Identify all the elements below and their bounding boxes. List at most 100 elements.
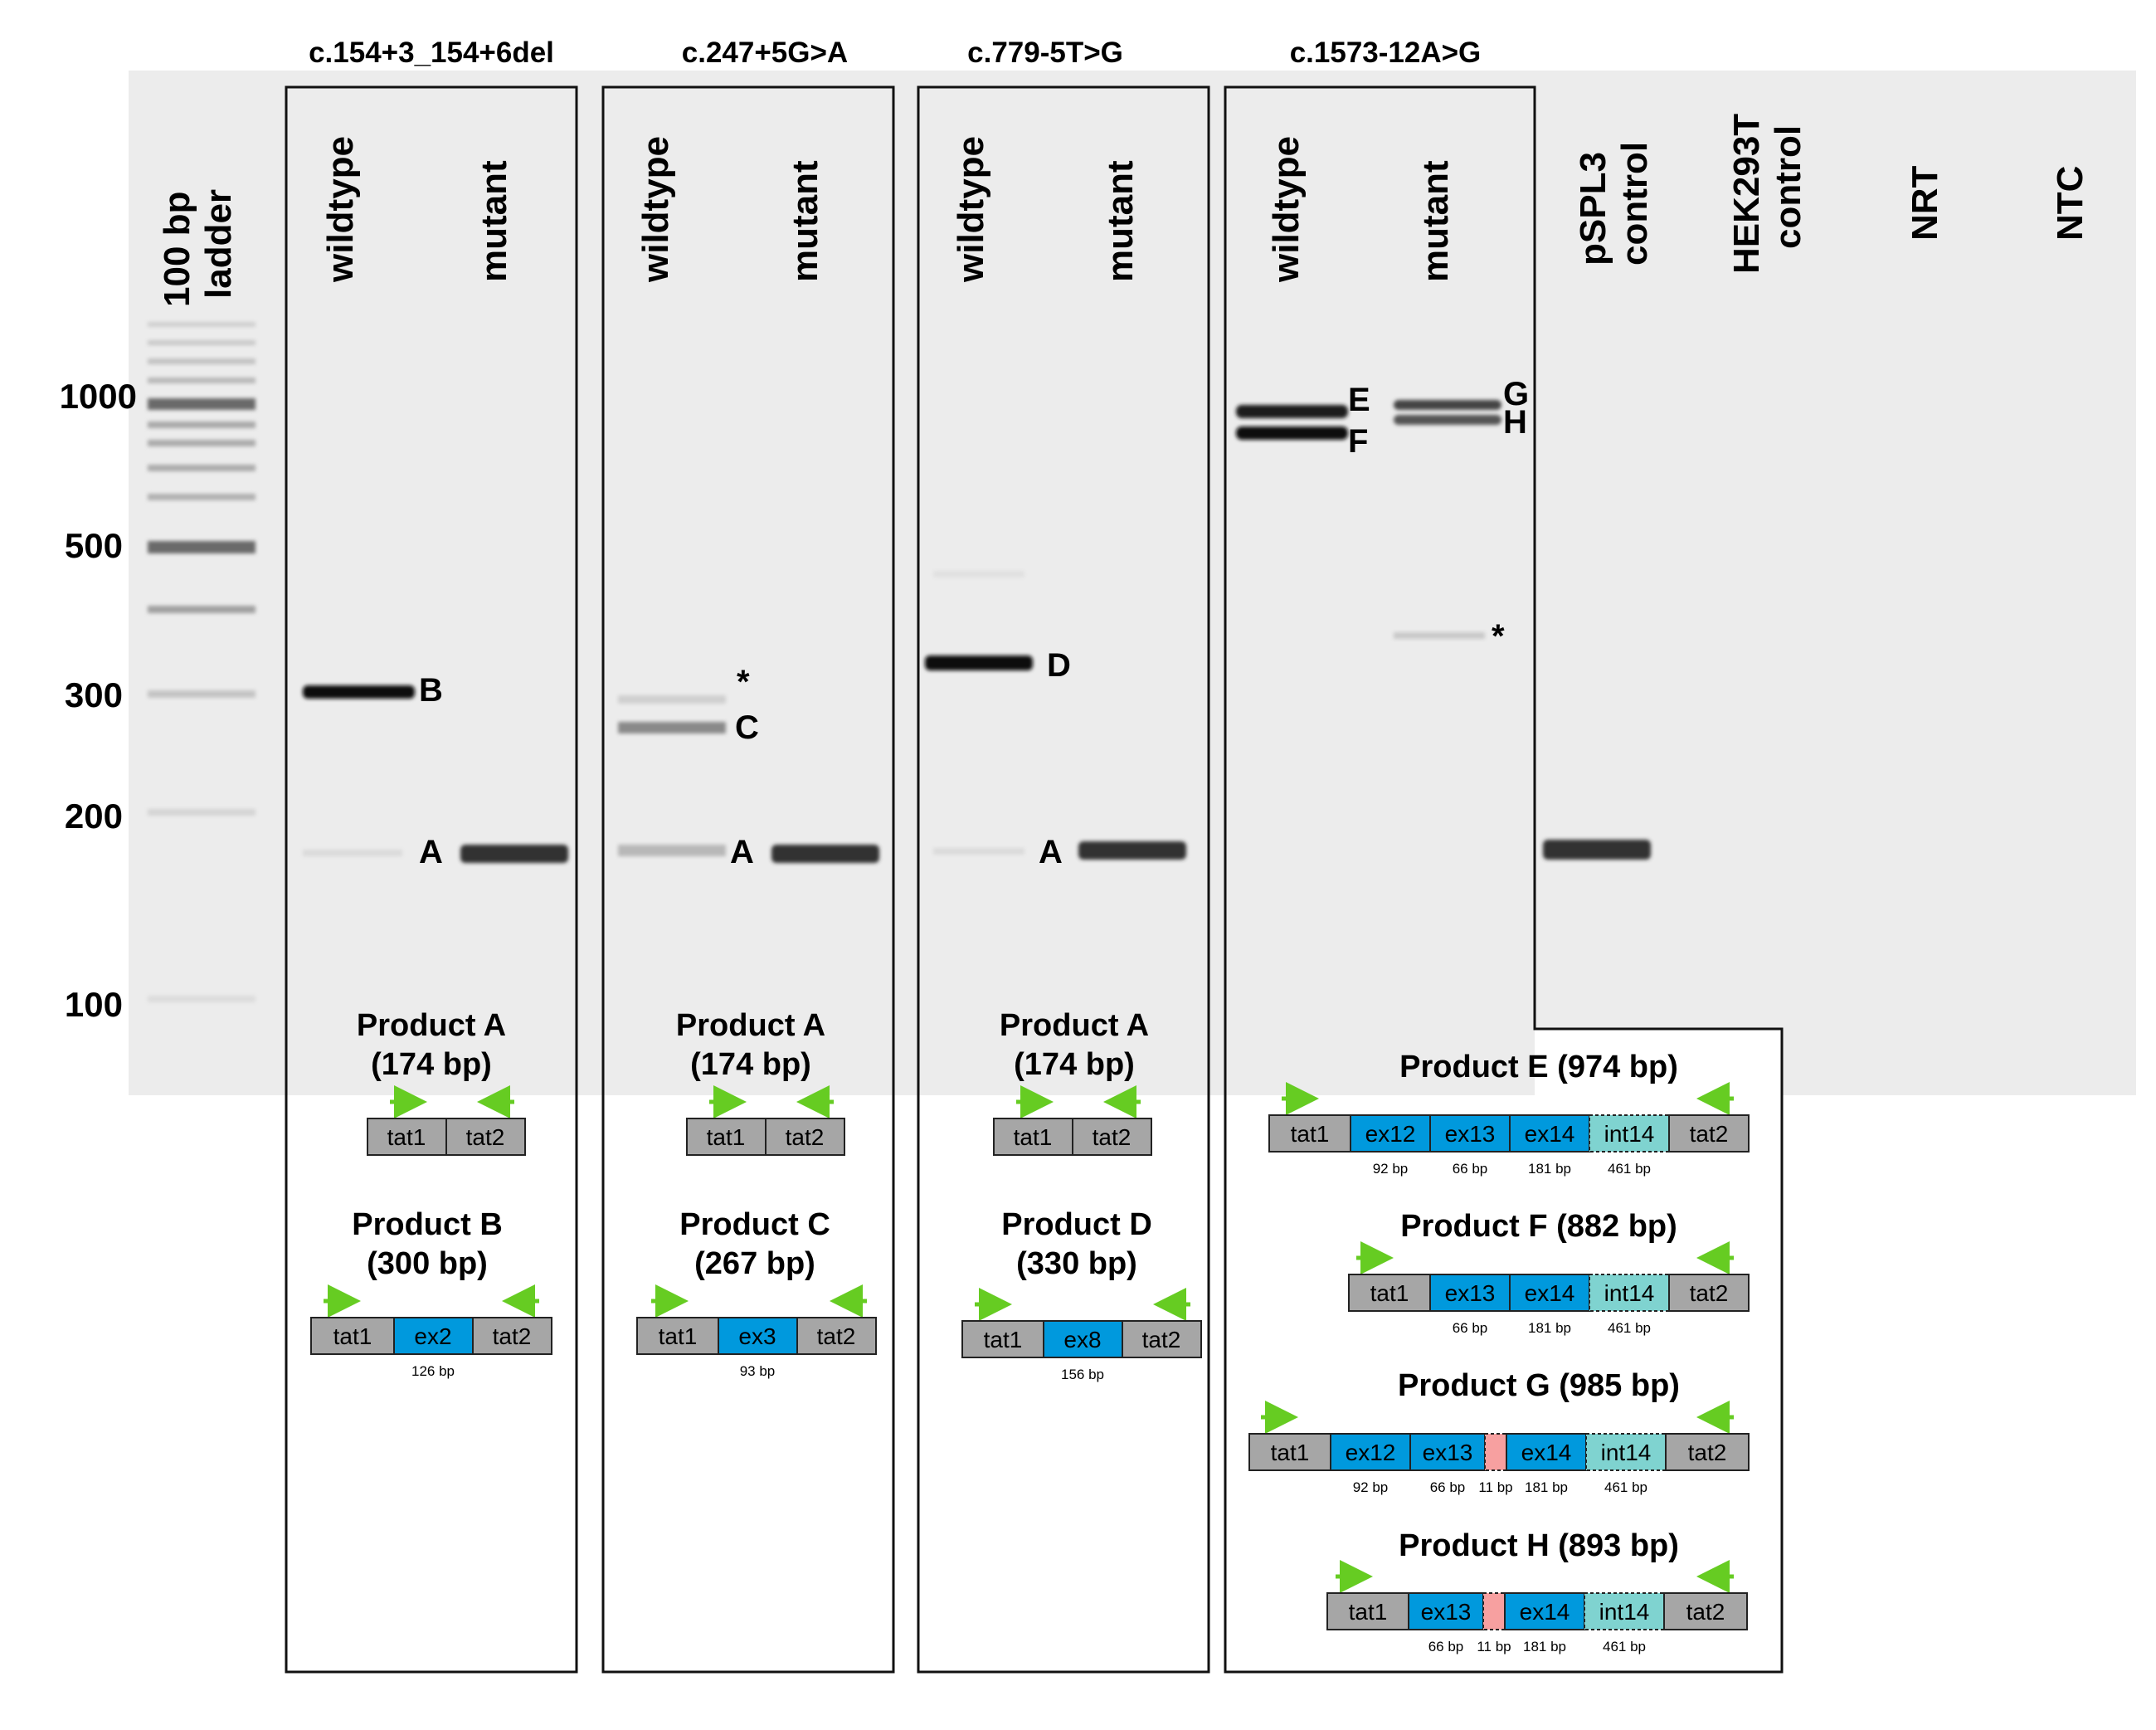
sample-bands [303, 400, 1651, 863]
band-A-faint [933, 848, 1024, 855]
lane-label-wildtype: wildtype [320, 136, 361, 283]
segment-size: 461 bp [1608, 1320, 1651, 1336]
segment-label: tat1 [1014, 1124, 1053, 1150]
ladder-band [148, 541, 256, 553]
ladder-band [148, 398, 256, 410]
segment-label: tat1 [1271, 1440, 1310, 1465]
construct-E: tat1 ex12 ex13 ex14 int14 tat2 92 bp 66 … [1268, 1082, 1750, 1177]
segment-ex2 [393, 1317, 474, 1355]
product-B-title: Product B [352, 1207, 503, 1242]
band-letters: B A * C A D A E F G H * [419, 376, 1529, 870]
segment-int14 [1585, 1433, 1667, 1471]
ladder-band [148, 358, 256, 364]
segment-label: ex14 [1520, 1599, 1570, 1625]
band-B [303, 685, 415, 699]
lane-label-wildtype: wildtype [1266, 136, 1307, 283]
segment-tat1 [1248, 1433, 1331, 1471]
segment-label: tat1 [707, 1124, 746, 1150]
segment-label: tat1 [1370, 1280, 1409, 1306]
segment-tat2 [1665, 1433, 1750, 1471]
segment-size: 181 bp [1528, 1320, 1571, 1336]
segment-size: 461 bp [1603, 1639, 1646, 1654]
segment-label: tat1 [1349, 1599, 1388, 1625]
product-titles: Product A (174 bp) Product A (174 bp) Pr… [352, 1008, 1680, 1563]
lane-label-wildtype: wildtype [635, 136, 676, 283]
variant-header: c.1573-12A>G [1290, 37, 1482, 69]
ladder-band [148, 606, 256, 613]
product-D-title: Product D [1001, 1207, 1152, 1242]
segment-label: ex12 [1346, 1440, 1396, 1465]
lane-label-mutant: mutant [474, 160, 514, 282]
ladder-label-line1: 100 bp [157, 192, 197, 307]
segment-label: int14 [1604, 1121, 1655, 1147]
product-A-title: Product A [1000, 1008, 1149, 1043]
segment-size: 66 bp [1430, 1479, 1466, 1495]
segment-ex13 [1429, 1114, 1511, 1153]
segment-tat2 [1668, 1274, 1750, 1312]
ladder-band [148, 996, 256, 1002]
lane-label-hek-line2: control [1768, 125, 1808, 249]
ladder-band [148, 465, 256, 471]
size-markers: 1000 500 300 200 100 [60, 377, 137, 1024]
lane-label-pspl3-line2: control [1614, 142, 1655, 266]
segment-size: 181 bp [1525, 1479, 1568, 1495]
segment-size: 93 bp [740, 1363, 776, 1379]
segment-label: tat2 [817, 1323, 856, 1349]
gel-background-lower-left [129, 1029, 1535, 1095]
box-variant-2 [601, 85, 895, 1674]
band-letter: F [1348, 423, 1368, 460]
product-C-size: (267 bp) [694, 1246, 815, 1281]
size-marker: 300 [65, 675, 123, 714]
variant-header: c.247+5G>A [682, 37, 848, 69]
segment-label: tat2 [493, 1323, 532, 1349]
segment-label: tat1 [333, 1323, 372, 1349]
band-D [925, 655, 1033, 670]
segment-label: tat1 [659, 1323, 698, 1349]
band-letter: C [735, 709, 759, 746]
variant-headers: c.154+3_154+6del c.247+5G>A c.779-5T>G c… [309, 37, 1481, 69]
segment-label: ex14 [1525, 1121, 1575, 1147]
segment-int14 [1589, 1114, 1670, 1153]
lane-label-pspl3-line1: pSPL3 [1573, 152, 1613, 266]
segment-size: 181 bp [1528, 1161, 1571, 1177]
segment-label: int14 [1604, 1280, 1655, 1306]
segment-label: ex2 [414, 1323, 451, 1349]
segment-size: 126 bp [411, 1363, 455, 1379]
product-F-title: Product F (882 bp) [1400, 1209, 1677, 1244]
segment-size: 92 bp [1353, 1479, 1389, 1495]
product-constructs: tat1 tat2 tat1 tat2 tat1 tat2 tat1 [310, 1082, 1750, 1654]
ladder-band [148, 378, 256, 383]
band-A-faint [303, 850, 402, 856]
variant-header: c.154+3_154+6del [309, 37, 554, 69]
lane-label-hek-line1: HEK293T [1726, 114, 1767, 274]
band-H [1394, 415, 1501, 425]
product-A-size: (174 bp) [690, 1047, 811, 1082]
ladder-band [148, 809, 256, 816]
band-letter: A [730, 834, 754, 870]
segment-tat2 [445, 1118, 526, 1156]
product-A-title: Product A [357, 1008, 506, 1043]
segment-label: int14 [1599, 1599, 1650, 1625]
ladder-label-line2: ladder [198, 189, 239, 299]
segment-tat1 [367, 1118, 447, 1156]
segment-ex13 [1409, 1433, 1486, 1471]
band-E [1236, 405, 1348, 418]
segment-label: tat1 [1291, 1121, 1330, 1147]
band-letter: E [1348, 382, 1370, 418]
segment-ex8 [1043, 1320, 1123, 1358]
segment-size: 66 bp [1453, 1161, 1488, 1177]
band-pspl3 [1543, 840, 1651, 860]
ladder-band [148, 340, 256, 345]
segment-tat1 [1326, 1592, 1409, 1630]
segment-tat1 [636, 1317, 719, 1355]
segment-label: ex12 [1365, 1121, 1416, 1147]
size-marker: 1000 [60, 377, 137, 416]
product-C-title: Product C [679, 1207, 830, 1242]
band-letter: A [419, 834, 443, 870]
size-marker: 100 [65, 985, 123, 1024]
construct-F: tat1 ex13 ex14 int14 tat2 66 bp 181 bp 4… [1348, 1241, 1750, 1336]
segment-tat2 [796, 1317, 877, 1355]
segment-label: ex13 [1445, 1280, 1496, 1306]
band-star-faint [1394, 632, 1485, 639]
